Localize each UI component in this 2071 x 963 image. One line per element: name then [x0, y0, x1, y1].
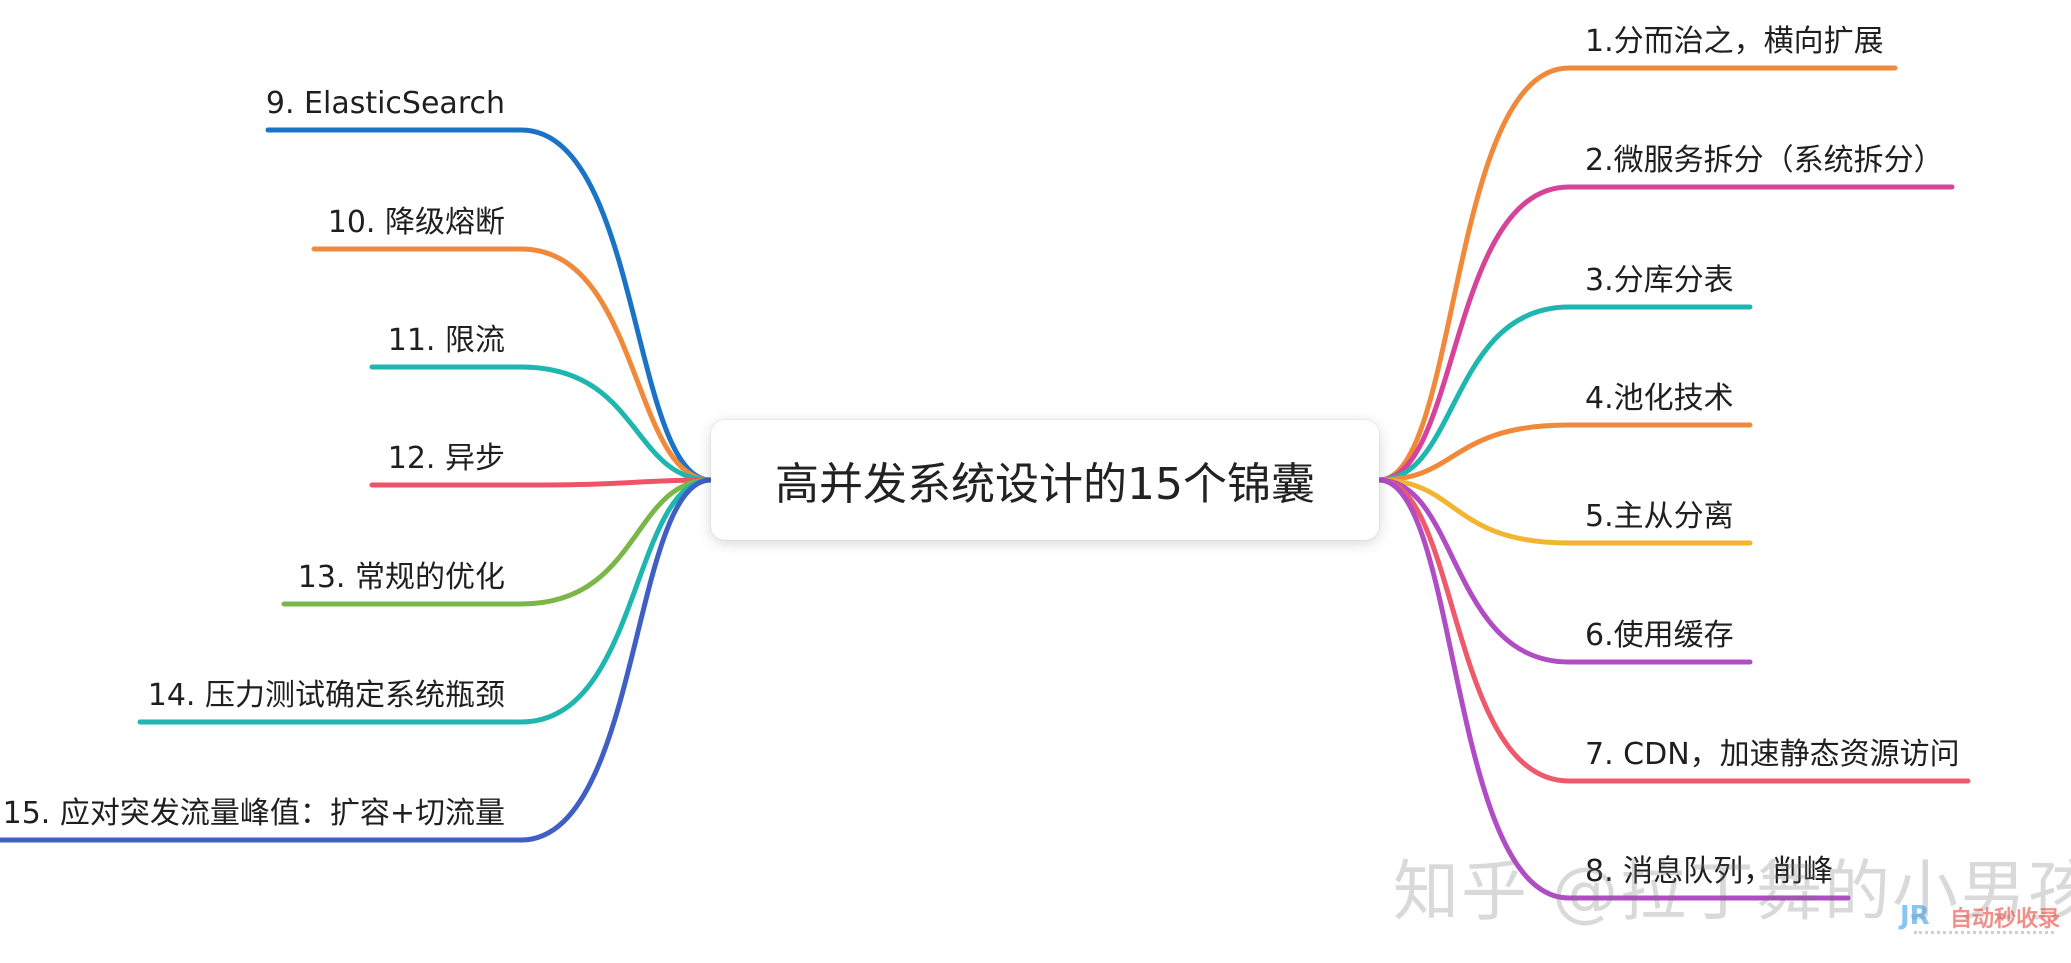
branch-line-8	[1376, 477, 1851, 901]
zhihu-watermark: 知乎 @拉丁舞的小男孩	[1393, 853, 2071, 930]
branch-node-1[interactable]: 1.分而治之，横向扩展	[1585, 24, 1884, 59]
branch-line-10	[311, 246, 714, 483]
branch-node-5[interactable]: 5.主从分离	[1585, 499, 1734, 534]
branch-node-6[interactable]: 6.使用缓存	[1585, 618, 1734, 653]
branch-line-15	[0, 477, 714, 843]
branch-line-1	[1376, 65, 1898, 483]
branch-line-14	[137, 477, 714, 725]
branch-node-14[interactable]: 14. 压力测试确定系统瓶颈	[147, 678, 505, 713]
branch-line-12	[369, 477, 714, 488]
branch-line-5	[1376, 477, 1753, 546]
site-logo: JR 自动秒收录	[1900, 895, 2060, 945]
branch-node-11[interactable]: 11. 限流	[387, 323, 505, 358]
branch-node-10[interactable]: 10. 降级熔断	[327, 205, 505, 240]
branch-line-4	[1376, 422, 1753, 483]
branch-node-7[interactable]: 7. CDN，加速静态资源访问	[1585, 737, 1960, 772]
branch-node-15[interactable]: 15. 应对突发流量峰值：扩容+切流量	[2, 796, 505, 831]
logo-text: 自动秒收录	[1950, 907, 2061, 932]
branch-node-13[interactable]: 13. 常规的优化	[297, 560, 505, 595]
branch-line-7	[1376, 477, 1971, 784]
branch-line-3	[1376, 304, 1753, 483]
root-title: 高并发系统设计的15个锦囊	[775, 459, 1315, 510]
branch-node-12[interactable]: 12. 异步	[387, 441, 505, 476]
branch-line-11	[369, 364, 714, 483]
logo-mark-icon: JR	[1900, 901, 1930, 931]
branch-node-4[interactable]: 4.池化技术	[1585, 381, 1734, 416]
logo-tagline-line	[1914, 931, 2054, 938]
branch-node-8[interactable]: 8. 消息队列，削峰	[1585, 854, 1834, 889]
branch-line-6	[1376, 477, 1753, 665]
branch-node-9[interactable]: 9. ElasticSearch	[265, 86, 505, 121]
branch-line-13	[281, 477, 714, 607]
branch-line-2	[1376, 184, 1955, 483]
branch-node-3[interactable]: 3.分库分表	[1585, 263, 1734, 298]
branch-line-9	[265, 127, 714, 483]
branch-node-2[interactable]: 2.微服务拆分（系统拆分）	[1585, 143, 1944, 178]
root-node[interactable]: 高并发系统设计的15个锦囊	[711, 420, 1379, 540]
